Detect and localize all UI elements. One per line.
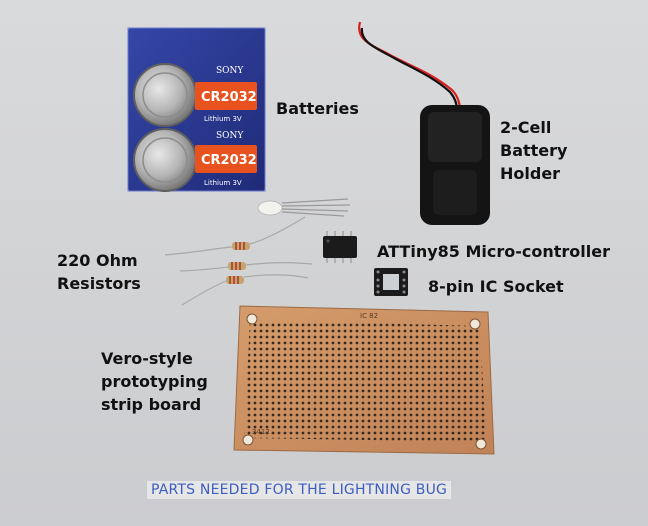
label-line: Vero-style	[101, 349, 193, 368]
label-line: Resistors	[57, 274, 141, 293]
attiny85-chip	[323, 231, 357, 263]
label-line: Battery	[500, 141, 568, 160]
label-attiny85: ATTiny85 Micro-controller	[377, 242, 610, 261]
label-batteries: Batteries	[276, 99, 359, 118]
ic-socket	[374, 268, 408, 296]
led	[257, 198, 351, 217]
cell-spec-label: Lithium 3V	[204, 179, 242, 187]
vero-board: IC 82 3412	[233, 305, 495, 455]
resistors	[164, 216, 313, 306]
cell-model-label: CR2032	[201, 153, 257, 168]
label-line: prototyping	[101, 372, 208, 391]
label-line: Holder	[500, 164, 561, 183]
board-mark-bottom: 3412	[252, 428, 270, 436]
label-line: 220 Ohm	[57, 251, 138, 270]
battery-pack: CR2032 CR2032 SONY SONY Lithium 3V Lithi…	[127, 27, 266, 192]
label-ic-socket: 8-pin IC Socket	[428, 277, 564, 296]
label-vero-board: Vero-style prototyping strip board	[101, 347, 208, 416]
brand-label: SONY	[216, 66, 244, 76]
label-battery-holder: 2-Cell Battery Holder	[500, 116, 567, 185]
cell-spec-label: Lithium 3V	[204, 115, 242, 123]
brand-label: SONY	[216, 131, 244, 141]
battery-holder	[358, 21, 490, 225]
board-mark-top: IC 82	[360, 312, 378, 320]
label-line: strip board	[101, 395, 202, 414]
photo-caption: PARTS NEEDED FOR THE LIGHTNING BUG	[147, 481, 452, 499]
cell-model-label: CR2032	[201, 90, 257, 105]
label-line: 2-Cell	[500, 118, 552, 137]
label-resistors: 220 Ohm Resistors	[57, 249, 141, 295]
